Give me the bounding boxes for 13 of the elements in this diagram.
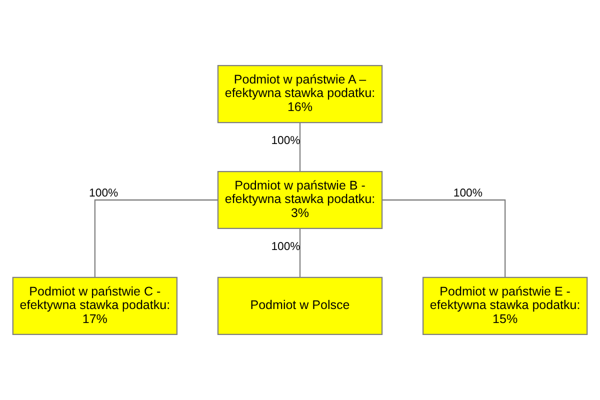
node-box: Podmiot w państwie C - efektywna stawka podatku: 17% — [12, 276, 178, 336]
node-box: Podmiot w państwie E - efektywna stawka podatku: 15% — [422, 276, 588, 336]
node-box: Podmiot w Polsce — [217, 276, 383, 336]
edge-label: 100% — [89, 188, 118, 200]
edge-label: 100% — [271, 240, 300, 253]
connector — [94, 199, 218, 277]
connector — [299, 228, 301, 278]
connector — [382, 199, 506, 277]
edge-label: 100% — [271, 134, 300, 147]
node-box: Podmiot w państwie A – efektywna stawka podatku: 16% — [217, 64, 383, 124]
node-box: Podmiot w państwie B - efektywna stawka podatku: 3% — [217, 170, 383, 230]
connector — [299, 123, 301, 172]
edge-label: 100% — [453, 188, 482, 200]
